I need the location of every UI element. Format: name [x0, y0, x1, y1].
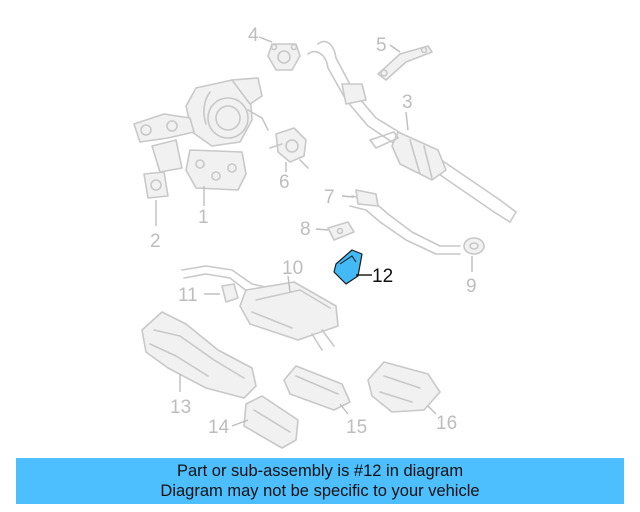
callout-8: 8: [300, 219, 311, 240]
leader-7: [341, 195, 355, 198]
callout-5: 5: [376, 35, 387, 56]
part-13-heat-shield[interactable]: [141, 311, 257, 399]
leader-5: [389, 44, 401, 53]
leader-8: [315, 228, 329, 231]
part-2-gasket[interactable]: [143, 171, 169, 199]
leader-16: [427, 405, 437, 415]
part-3-front-pipe[interactable]: [307, 40, 517, 223]
info-banner: Part or sub-assembly is #12 in diagram D…: [16, 458, 624, 504]
callout-9: 9: [466, 276, 477, 297]
callout-11: 11: [178, 285, 198, 306]
callout-7: 7: [324, 187, 335, 208]
leader-15: [339, 403, 349, 415]
leader-4: [258, 36, 273, 43]
callout-16: 16: [436, 413, 457, 434]
part-10-rear-muffler[interactable]: [181, 265, 339, 351]
part-7-intermediate-pipe[interactable]: [349, 189, 461, 255]
leader-3: [405, 111, 409, 131]
callout-15: 15: [346, 417, 367, 438]
callout-10: 10: [282, 258, 303, 279]
turbo-manifold-assembly[interactable]: [133, 77, 269, 191]
callout-13: 13: [170, 397, 191, 418]
callout-2: 2: [150, 231, 161, 252]
part-8-bracket[interactable]: [327, 221, 355, 241]
callout-4: 4: [248, 25, 259, 46]
callout-14: 14: [208, 417, 230, 438]
callout-1: 1: [198, 207, 209, 228]
part-14-shield-plate[interactable]: [243, 395, 299, 449]
banner-line-1: Part or sub-assembly is #12 in diagram: [176, 462, 464, 480]
part-11-hanger[interactable]: [221, 283, 239, 303]
exhaust-parts-diagram: 4 5 3 6 1 2 7 8 9 10 11 12 13 14 15 16: [133, 25, 517, 449]
leader-10: [287, 275, 291, 293]
part-5-bracket[interactable]: [377, 45, 433, 81]
part-4-gasket[interactable]: [267, 43, 301, 71]
callout-12: 12: [372, 266, 393, 287]
leader-14: [231, 419, 249, 427]
callout-6: 6: [279, 172, 290, 193]
part-6-clamp[interactable]: [269, 127, 309, 169]
part-16-shield[interactable]: [367, 361, 441, 413]
part-12-heat-shield[interactable]: [333, 249, 363, 285]
banner-line-2: Diagram may not be specific to your vehi…: [160, 482, 480, 500]
callout-3: 3: [402, 92, 413, 113]
part-9-ring[interactable]: [463, 237, 485, 255]
part-15-shield[interactable]: [283, 365, 351, 411]
